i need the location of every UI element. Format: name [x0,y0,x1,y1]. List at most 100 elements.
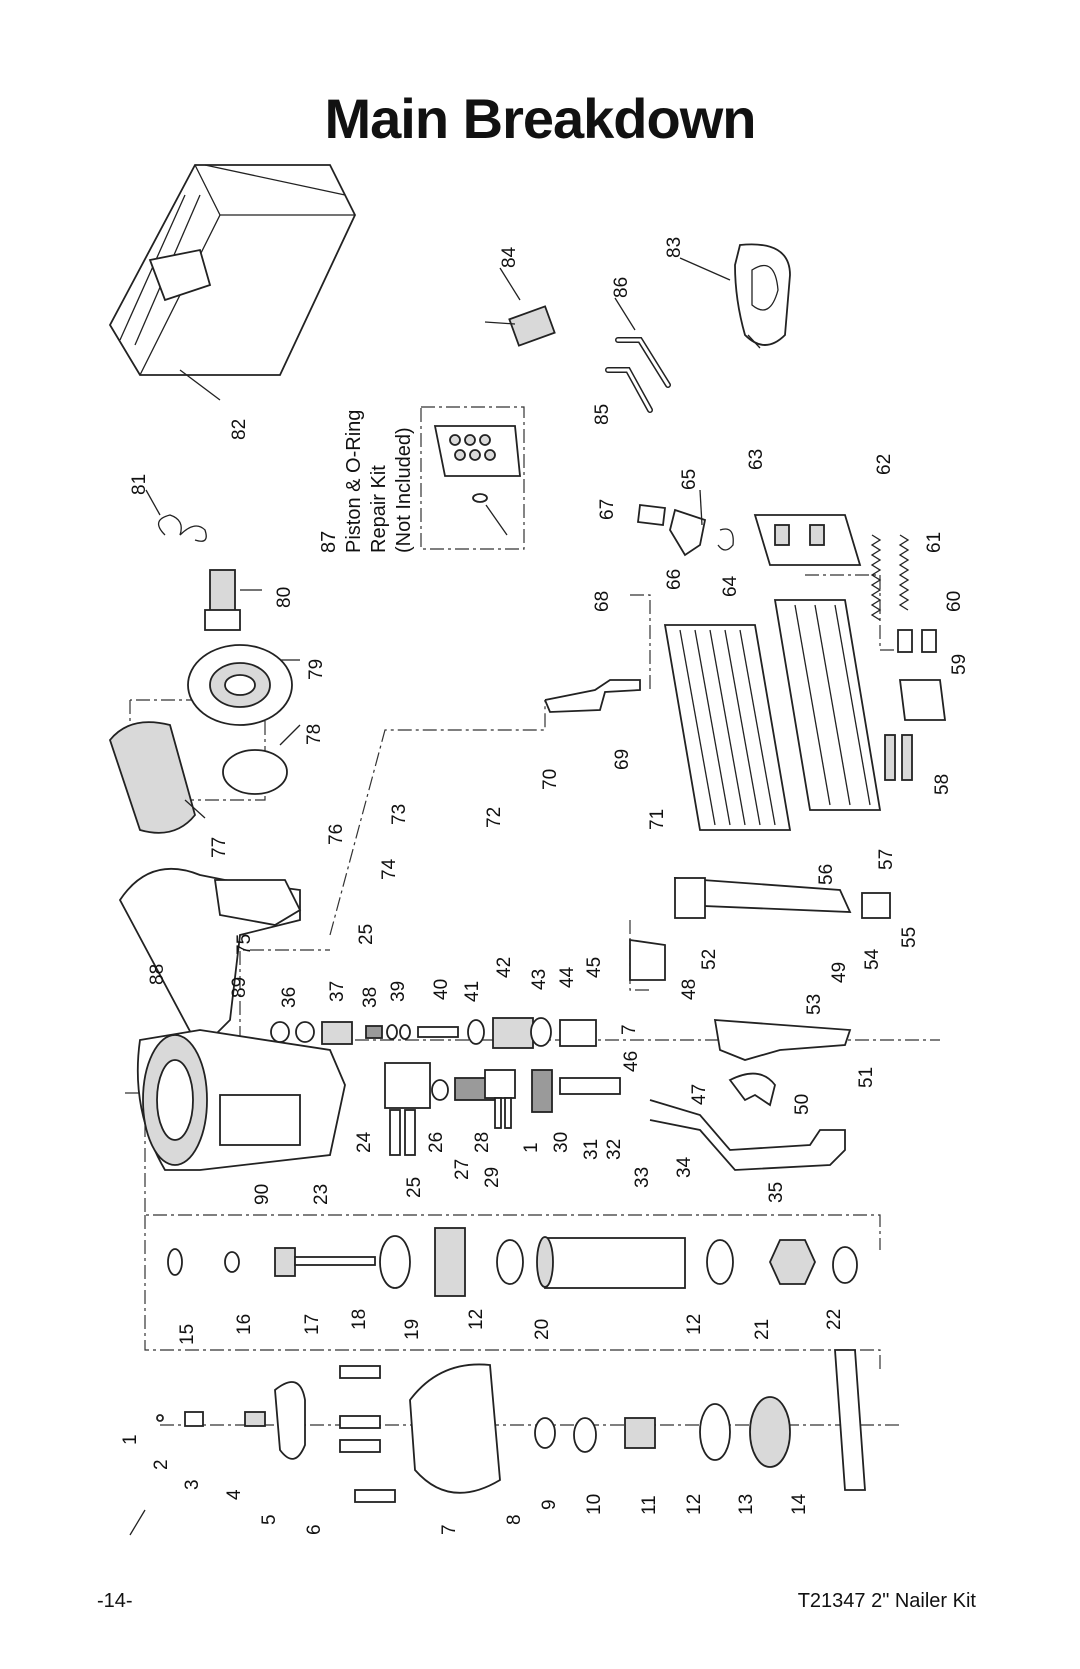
callout-50: 50 [792,1094,813,1115]
callout-20: 20 [532,1319,553,1340]
callout-41: 41 [462,981,483,1002]
o-ring-78 [222,749,288,795]
repair-kit-number: 87 [318,531,340,553]
callout-5: 5 [259,1514,280,1525]
callout-68: 68 [592,591,613,612]
callout-60: 60 [944,591,965,612]
air-fitting-80 [204,569,241,631]
callout-11: 11 [639,1495,660,1515]
callout-1: 1 [120,1434,141,1445]
callout-90: 90 [252,1184,273,1205]
callout-24: 24 [354,1131,375,1153]
callout-22: 22 [824,1309,845,1330]
callout-86: 86 [611,277,632,298]
callout-64: 64 [720,575,741,597]
callout-labels: 1 2 3 4 5 6 7 8 9 10 11 12 13 14 15 16 1… [120,237,970,1535]
bracket-69 [544,679,641,713]
callout-73: 73 [389,804,410,825]
callout-82: 82 [229,419,250,440]
callout-77: 77 [209,837,230,858]
swivel-spring-81 [158,514,207,542]
callout-56: 56 [816,864,837,885]
callout-59: 59 [949,654,970,675]
kit-name: T21347 2" Nailer Kit [797,1590,976,1612]
callout-19: 19 [402,1319,423,1340]
swivel-cap-79 [187,644,293,726]
callout-65: 65 [679,469,700,490]
callout-83: 83 [664,237,685,258]
oil-bottle-84 [484,305,556,347]
callout-25b: 25 [356,924,377,945]
callout-43: 43 [529,969,550,990]
callout-3: 3 [182,1479,203,1490]
callout-34: 34 [674,1156,695,1178]
callout-74: 74 [379,858,400,880]
callout-10: 10 [584,1494,605,1515]
callout-75: 75 [234,934,255,955]
callout-12a: 12 [684,1494,705,1515]
trigger-51 [713,1019,852,1061]
callout-78: 78 [304,724,325,745]
callout-89: 89 [229,977,250,998]
callout-71: 71 [647,809,668,830]
callout-2: 2 [151,1459,172,1470]
callout-4: 4 [224,1489,245,1500]
callout-28: 28 [472,1132,493,1153]
callout-13: 13 [736,1494,757,1515]
callout-72: 72 [484,807,505,828]
magazine-rail-71 [663,624,792,831]
trigger-arm-33 [649,1099,846,1171]
callout-49: 49 [829,962,850,983]
repair-kit-label: 87 Piston & O-Ring Repair Kit (Not Inclu… [318,410,415,553]
callout-58: 58 [932,774,953,795]
trigger-spring-50 [728,1072,776,1107]
callout-70: 70 [540,769,561,790]
callout-40: 40 [431,979,452,1000]
callout-7a: 7 [439,1524,460,1535]
callout-17: 17 [302,1314,323,1335]
callout-36: 36 [279,987,300,1008]
piston-row [167,1227,858,1297]
nose-latch-55 [861,892,891,919]
callout-32: 32 [604,1139,625,1160]
callout-80: 80 [274,587,295,608]
bracket-45 [629,938,666,981]
callout-16: 16 [234,1314,255,1335]
callout-9: 9 [539,1499,560,1510]
callout-69: 69 [612,749,633,770]
callout-14: 14 [789,1493,810,1515]
cylinder-cap-row [156,1349,866,1503]
callout-53: 53 [804,994,825,1015]
pusher-channel-57 [773,599,882,811]
callout-45: 45 [584,957,605,978]
callout-88: 88 [147,964,168,985]
callout-12b: 12 [466,1309,487,1330]
magazine-cap-63 [753,514,862,566]
callout-54: 54 [862,948,883,970]
callout-79: 79 [306,659,327,680]
page-title: Main Breakdown [324,87,757,150]
nose-guide-56 [673,877,852,919]
repair-kit-line1: Piston & O-Ring [343,410,365,553]
callout-1b: 1 [521,1142,542,1153]
callout-51: 51 [856,1067,877,1088]
page-number: -14- [97,1590,133,1612]
lower-trigger-row [384,1062,621,1156]
feeder-parts-64-67 [637,489,734,557]
callout-52: 52 [699,949,720,970]
repair-kit-illustration [433,425,521,536]
callout-44: 44 [557,966,578,988]
callout-30: 30 [551,1132,572,1153]
callout-76: 76 [326,824,347,845]
safety-glasses-83 [734,243,791,349]
latch-59-60 [897,629,947,721]
repair-kit-line3: (Not Included) [393,427,415,553]
callout-8: 8 [504,1514,525,1525]
repair-kit-box [420,406,525,550]
callout-7b: 7 [619,1024,640,1035]
valve-components-row [270,1017,597,1049]
callout-27: 27 [452,1159,473,1180]
callout-18: 18 [349,1309,370,1330]
callout-48: 48 [679,979,700,1000]
callout-66: 66 [664,569,685,590]
